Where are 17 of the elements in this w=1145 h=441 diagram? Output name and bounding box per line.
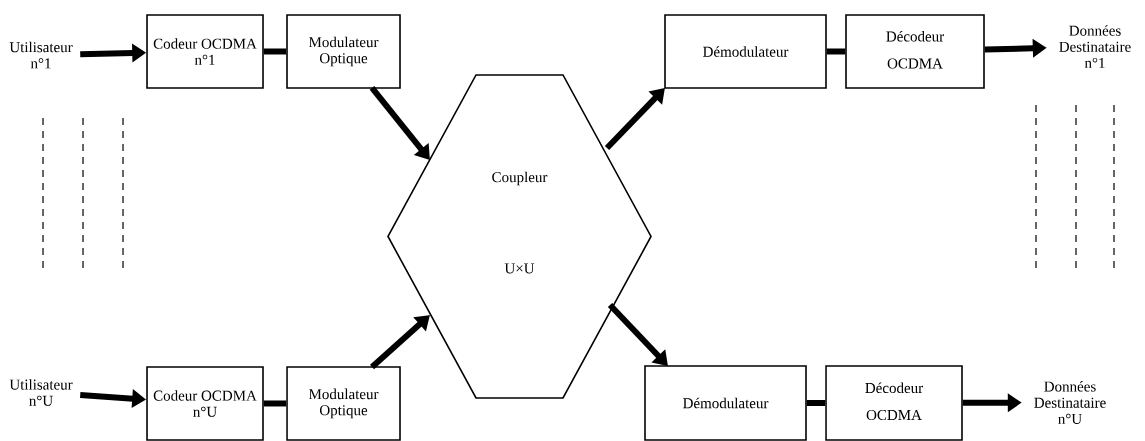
process-box: Démodulateur [664, 14, 827, 89]
arrow [607, 302, 668, 366]
process-box: Codeur OCDMA n°1 [146, 14, 264, 89]
arrow [370, 315, 430, 370]
arrow [604, 88, 665, 151]
endpoint-label: Données Destinataire n°U [1034, 381, 1106, 424]
process-box: Démodulateur [644, 365, 807, 441]
coupler-hexagon: Coupleur U×U [387, 74, 652, 399]
endpoint-label: Données Destinataire n°1 [1059, 25, 1131, 68]
arrow [369, 86, 430, 160]
endpoint-label: Utilisateur n°U [9, 379, 73, 406]
process-box: Modulateur Optique [286, 366, 401, 441]
process-box: Modulateur Optique [286, 14, 401, 89]
process-box: Décodeur OCDMA [825, 365, 963, 441]
endpoint-label: Utilisateur n°1 [9, 41, 73, 69]
process-box: Décodeur OCDMA [845, 14, 985, 89]
process-box: Codeur OCDMA n°U [146, 366, 264, 441]
